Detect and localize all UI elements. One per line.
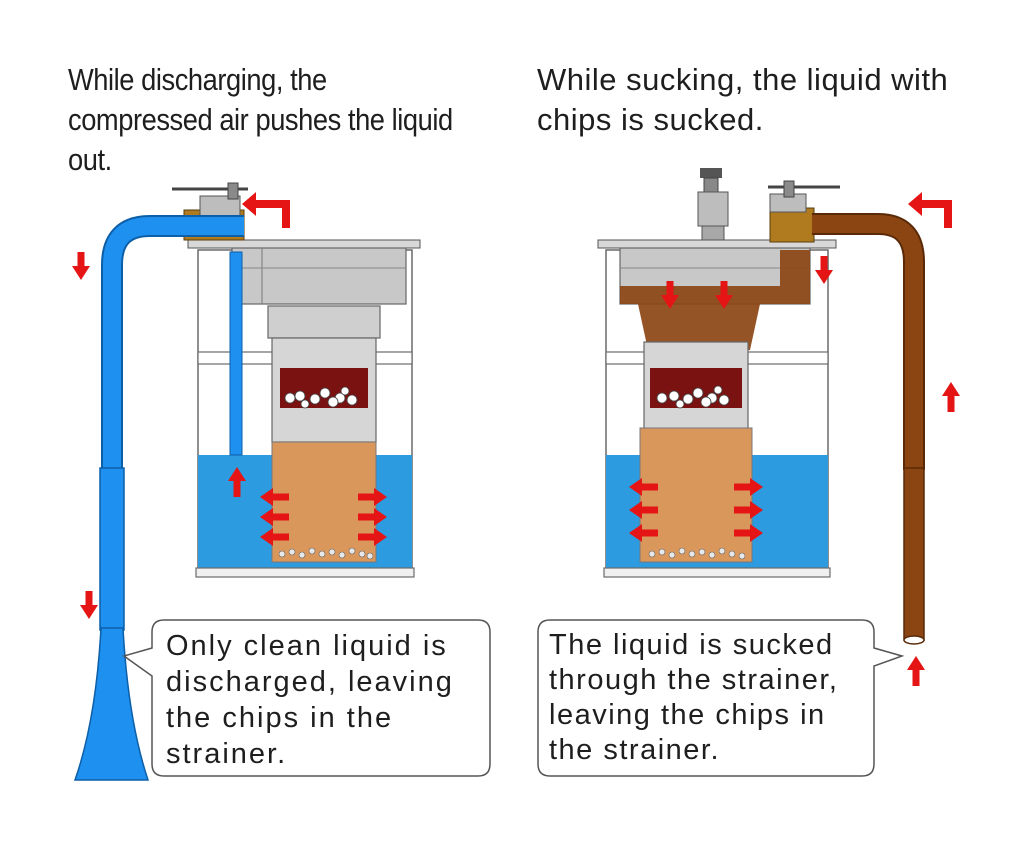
air-in-arrow (242, 192, 290, 228)
chip-balls (656, 385, 730, 409)
inlet-arrow-up (907, 656, 925, 686)
discharging-note: Only clean liquid is discharged, leaving… (166, 630, 454, 770)
sucking-note: The liquid is sucked through the straine… (549, 629, 839, 766)
suction-inlet (903, 635, 925, 645)
discharging-callout (122, 619, 491, 777)
suction-path (620, 250, 810, 350)
chip-slurry (271, 441, 377, 563)
sediment (278, 547, 374, 560)
discharging-unit (72, 182, 491, 781)
drum-base (603, 567, 831, 578)
suction-hose (812, 215, 923, 470)
sediment (648, 547, 746, 560)
sucking-unit (537, 168, 960, 777)
sucking-caption: While sucking, the liquid with chips is … (537, 62, 949, 137)
riser-pipe (229, 251, 243, 456)
drum-lid (187, 239, 421, 249)
hose-arrow-up (942, 382, 960, 412)
valve-body (769, 207, 815, 243)
hose-arrow-down-upper (72, 252, 90, 280)
sucking-callout (537, 619, 905, 777)
chip-balls (284, 386, 358, 409)
drum-base (195, 567, 415, 578)
lid-housing (231, 247, 407, 305)
discharge-hose (103, 217, 244, 470)
discharge-nozzle (73, 627, 150, 781)
hose-arrow-down-lower (80, 591, 98, 619)
air-out-arrow (908, 192, 952, 228)
strainer-head (267, 305, 381, 339)
flow-arrows-discharging (72, 192, 387, 619)
suction-pipe (903, 467, 925, 641)
chip-slurry (639, 427, 753, 563)
knob (700, 168, 722, 178)
discharging-caption: While discharging, the compressed air pu… (68, 62, 453, 177)
discharge-pipe (99, 467, 125, 631)
vacuum-generator (697, 191, 729, 227)
flow-arrows-sucking (629, 192, 960, 686)
